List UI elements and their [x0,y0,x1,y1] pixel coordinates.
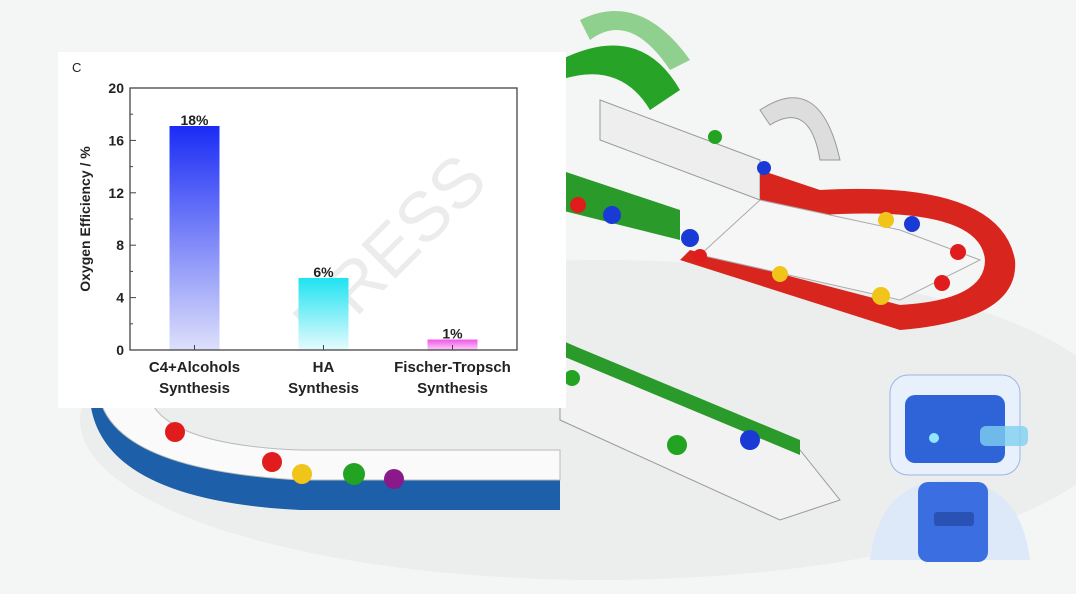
y-tick-label: 20 [108,80,124,96]
bar [298,277,349,350]
x-tick-label: Synthesis [417,380,488,397]
x-tick-label: Synthesis [288,380,359,397]
x-tick-label: C4+Alcohols [149,359,240,376]
panel-label: C [72,60,81,75]
data-label: 18% [180,112,209,128]
plot-frame [129,87,518,351]
x-tick-label: Synthesis [159,380,230,397]
bar [169,125,220,351]
red-conveyor [680,170,1016,330]
bar [427,339,478,350]
data-label: 6% [313,264,334,280]
y-tick-label: 4 [116,290,124,306]
x-tick-label: HA [313,359,335,376]
y-tick-label: 8 [116,237,124,253]
y-axis-label: Oxygen Efficiency / % [77,146,93,292]
x-tick-label: Fischer-Tropsch [394,359,511,376]
robot-mascot [870,374,1030,562]
y-tick-label: 12 [108,185,124,201]
y-tick-label: 0 [116,342,124,358]
balls [165,130,966,489]
data-label: 1% [442,326,463,342]
blue-conveyor [90,400,560,510]
y-tick-label: 16 [108,132,124,148]
